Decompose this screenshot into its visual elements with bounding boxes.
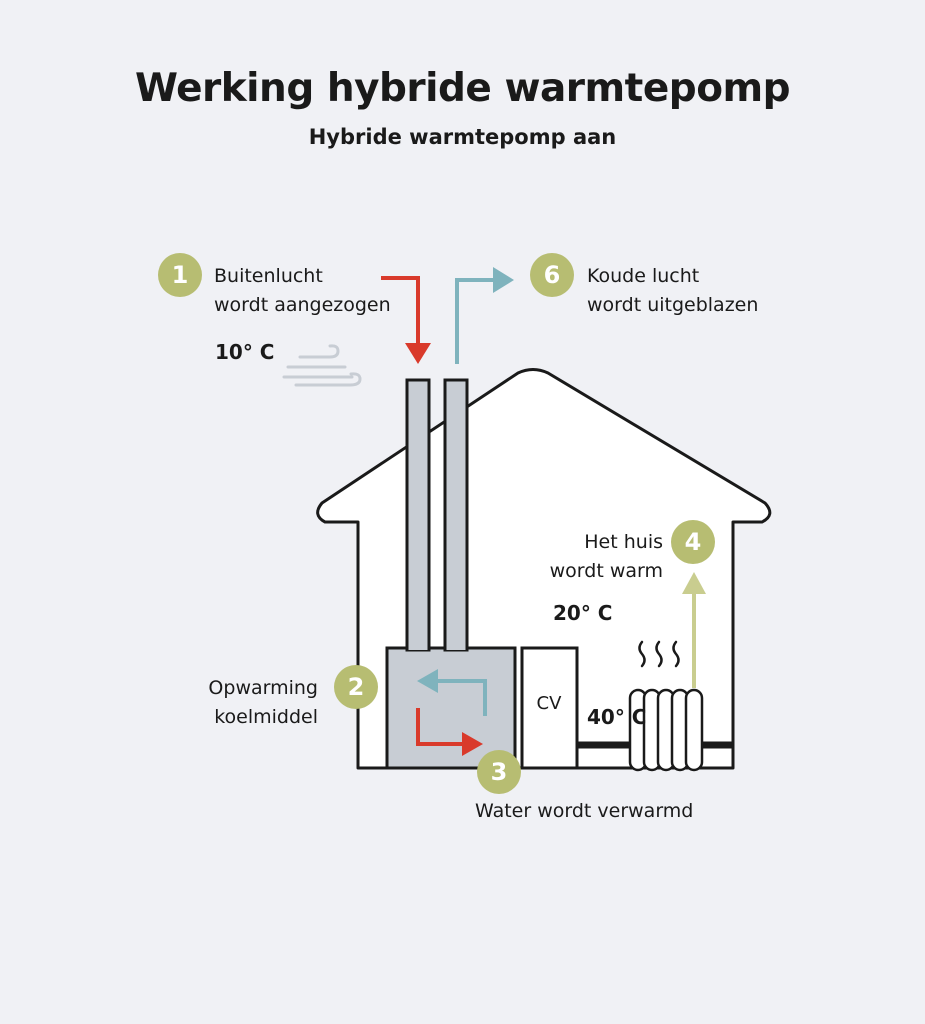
cv-label: CV [536, 693, 562, 714]
page-title: Werking hybride warmtepomp [134, 66, 791, 111]
exhaust-duct [443, 378, 469, 652]
intake-arrow [381, 276, 431, 364]
wind-icon [282, 344, 362, 387]
step-1-badge: 1 [158, 253, 202, 297]
heat-up-arrow [682, 572, 706, 688]
step-6-badge: 6 [530, 253, 574, 297]
step-2-label: Opwarming koelmiddel [208, 677, 318, 728]
step-3-label: Water wordt verwarmd [475, 800, 694, 822]
refrigerant-cold-arrow [417, 669, 487, 716]
radiator [628, 688, 704, 772]
step-3-badge: 3 [477, 750, 521, 794]
step-2-badge: 2 [334, 665, 378, 709]
heat-waves-icon [638, 640, 680, 668]
radiator-temperature: 40° C [587, 705, 647, 729]
step-6-label: Koude lucht wordt uitgeblazen [587, 265, 759, 316]
refrigerant-warm-arrow [416, 708, 483, 756]
exhaust-arrow [455, 267, 514, 364]
page-subtitle: Hybride warmtepomp aan [308, 125, 617, 149]
outside-temperature: 10° C [215, 340, 275, 364]
step-4-badge: 4 [671, 520, 715, 564]
step-4-label: Het huis wordt warm [549, 531, 663, 582]
step-1-label: Buitenlucht wordt aangezogen [214, 265, 391, 316]
intake-duct [405, 378, 431, 652]
house-temperature: 20° C [553, 601, 613, 625]
cv-boiler [520, 646, 579, 770]
